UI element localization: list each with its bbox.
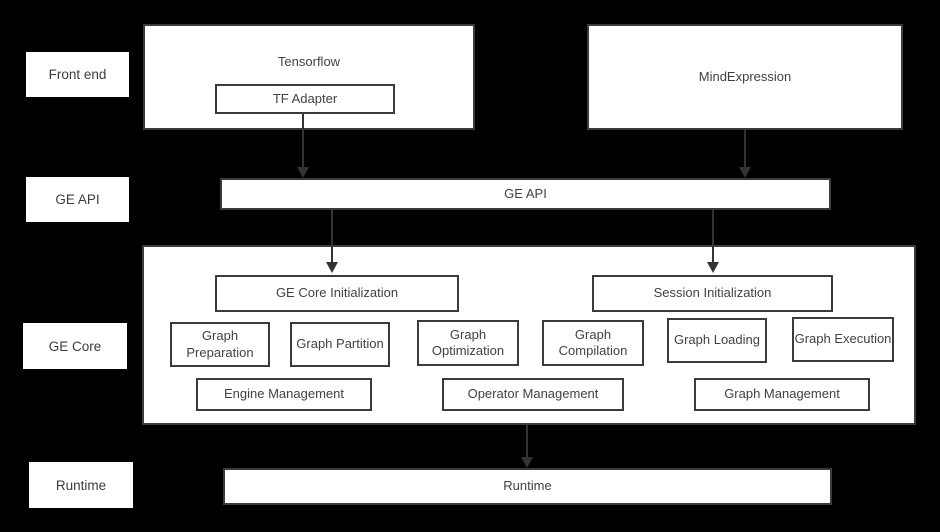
arrow-ge-api-to-ge-core-initialization-head (326, 262, 338, 273)
row-label-runtime: Runtime (29, 462, 133, 508)
arrow-mind-expression-to-ge-api-line (744, 130, 746, 167)
arrow-ge-api-to-session-initialization-head (707, 262, 719, 273)
node-operator-management: Operator Management (442, 378, 624, 411)
node-engine-management: Engine Management (196, 378, 372, 411)
arrow-ge-core-to-runtime-line (526, 425, 528, 457)
node-mind-expression: MindExpression (587, 24, 903, 130)
row-label-front-end: Front end (26, 52, 129, 97)
arrow-tf-adapter-to-ge-api-line (302, 114, 304, 167)
arrow-ge-core-to-runtime-head (521, 457, 533, 468)
node-graph-preparation: Graph Preparation (170, 322, 270, 367)
node-graph-execution: Graph Execution (792, 317, 894, 362)
node-graph-loading: Graph Loading (667, 318, 767, 363)
node-graph-partition: Graph Partition (290, 322, 390, 367)
node-ge-api: GE API (220, 178, 831, 210)
arrow-tf-adapter-to-ge-api-head (297, 167, 309, 178)
arrow-mind-expression-to-ge-api-head (739, 167, 751, 178)
node-graph-optimization: Graph Optimization (417, 320, 519, 366)
arrow-ge-api-to-ge-core-initialization-line (331, 210, 333, 262)
row-label-ge-core: GE Core (23, 323, 127, 369)
node-tensorflow-label: Tensorflow (277, 54, 341, 69)
node-ge-core-container: GE Core Initialization Session Initializ… (142, 245, 916, 425)
node-session-initialization: Session Initialization (592, 275, 833, 312)
node-tf-adapter: TF Adapter (215, 84, 395, 114)
node-tensorflow: Tensorflow TF Adapter (143, 24, 475, 130)
node-graph-management: Graph Management (694, 378, 870, 411)
node-ge-core-initialization: GE Core Initialization (215, 275, 459, 312)
arrow-ge-api-to-session-initialization-line (712, 210, 714, 262)
node-runtime: Runtime (223, 468, 832, 505)
node-graph-compilation: Graph Compilation (542, 320, 644, 366)
row-label-ge-api: GE API (26, 177, 129, 222)
